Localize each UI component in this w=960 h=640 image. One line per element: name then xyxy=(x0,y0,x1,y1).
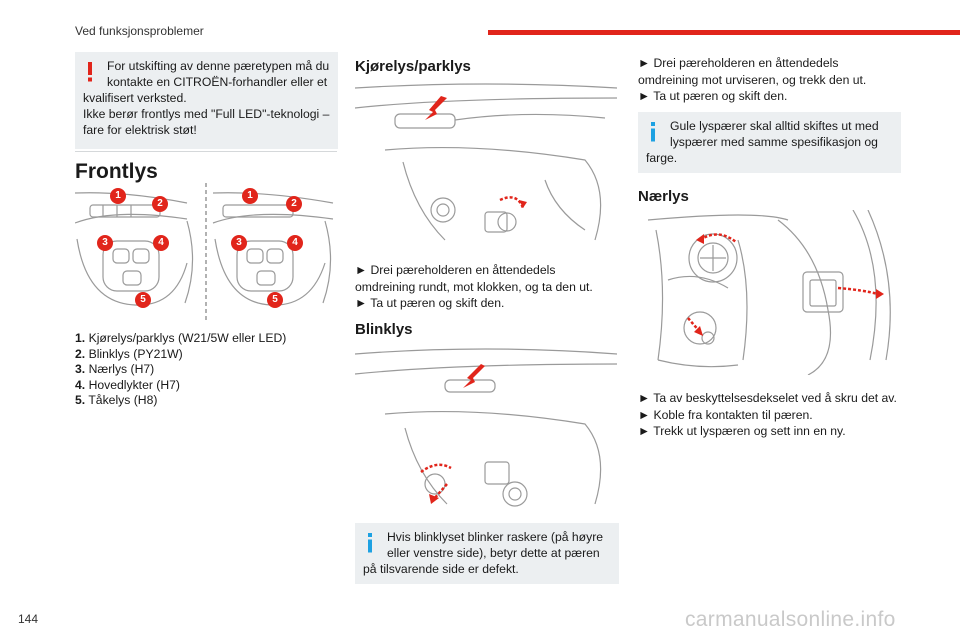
callout-3-left: 3 xyxy=(97,235,113,251)
callout-1-right: 1 xyxy=(242,188,258,204)
watermark: carmanualsonline.info xyxy=(685,608,896,631)
naerlys-heading: Nærlys xyxy=(638,188,689,205)
naerlys-steps: ► Ta av beskyttelsesdekselet ved å skru … xyxy=(638,390,903,440)
accent-bar xyxy=(488,30,960,35)
kjorelys-heading: Kjørelys/parklys xyxy=(355,58,471,75)
right-step-1a: ► Drei pæreholderen en åttendedels xyxy=(638,56,839,70)
right-note-line-3: farge. xyxy=(646,151,678,165)
exclamation-icon xyxy=(88,62,92,82)
list-item: 1. Kjørelys/parklys (W21/5W eller LED) xyxy=(75,331,287,345)
callout-2-right: 2 xyxy=(286,196,302,212)
warning-line-4: Ikke berør frontlys med "Full LED"-tekno… xyxy=(83,107,330,121)
right-note-line-2: lyspærer med samme spesifikasjon og xyxy=(670,135,878,149)
kjorelys-steps: ► Drei pæreholderen en åttendedels omdre… xyxy=(355,262,617,312)
naerlys-step-3: ► Trekk ut lyspæren og sett inn en ny. xyxy=(638,424,846,438)
separator xyxy=(75,151,337,152)
warning-line-3: kvalifisert verksted. xyxy=(83,91,187,105)
blinklys-heading: Blinklys xyxy=(355,321,413,338)
frontlys-list: 1. Kjørelys/parklys (W21/5W eller LED) 2… xyxy=(75,331,337,409)
naerlys-step-2: ► Koble fra kontakten til pæren. xyxy=(638,407,813,422)
blinklys-note-line-2: eller venstre side), betyr dette at pære… xyxy=(387,546,600,560)
kjorelys-diagram xyxy=(355,80,617,250)
list-item: 4. Hovedlykter (H7) xyxy=(75,377,180,392)
list-item: 5. Tåkelys (H8) xyxy=(75,393,158,407)
info-icon xyxy=(368,533,372,553)
blinklys-note-line-3: på tilsvarende side er defekt. xyxy=(363,562,519,576)
right-note-line-1: Gule lyspærer skal alltid skiftes ut med xyxy=(670,119,879,133)
callout-4-left: 4 xyxy=(153,235,169,251)
callout-2-left: 2 xyxy=(152,196,168,212)
right-steps: ► Drei pæreholderen en åttendedels omdre… xyxy=(638,55,903,105)
frontlys-heading: Frontlys xyxy=(75,160,158,183)
page-number: 144 xyxy=(18,612,39,626)
callout-5-right: 5 xyxy=(267,292,283,308)
kjorelys-step-1a: ► Drei pæreholderen en åttendedels xyxy=(355,263,556,277)
callout-3-right: 3 xyxy=(231,235,247,251)
section-title: Ved funksjonsproblemer xyxy=(75,24,204,38)
right-step-2: ► Ta ut pæren og skift den. xyxy=(638,89,788,103)
kjorelys-step-2: ► Ta ut pæren og skift den. xyxy=(355,296,505,310)
warning-note: For utskifting av denne pæretypen må du … xyxy=(75,52,338,149)
info-icon xyxy=(651,122,655,142)
callout-1-left: 1 xyxy=(110,188,126,204)
blinklys-info-note: Hvis blinklyset blinker raskere (på høyr… xyxy=(355,523,619,584)
callout-4-right: 4 xyxy=(287,235,303,251)
warning-line-5: fare for elektrisk støt! xyxy=(83,123,197,137)
naerlys-diagram xyxy=(638,210,900,375)
kjorelys-step-1b: omdreining rundt, mot klokken, og ta den… xyxy=(355,279,593,294)
warning-line-1: For utskifting av denne pæretypen må du xyxy=(107,59,330,73)
right-info-note: Gule lyspærer skal alltid skiftes ut med… xyxy=(638,112,901,173)
naerlys-step-1: ► Ta av beskyttelsesdekselet ved å skru … xyxy=(638,391,897,405)
callout-5-left: 5 xyxy=(135,292,151,308)
blinklys-diagram xyxy=(355,344,617,514)
blinklys-note-line-1: Hvis blinklyset blinker raskere (på høyr… xyxy=(387,530,604,544)
list-item: 3. Nærlys (H7) xyxy=(75,362,155,376)
right-step-1b: omdreining mot urviseren, og trekk den u… xyxy=(638,72,867,87)
warning-line-2: kontakte en CITROËN-forhandler eller et xyxy=(107,75,328,89)
list-item: 2. Blinklys (PY21W) xyxy=(75,346,183,361)
